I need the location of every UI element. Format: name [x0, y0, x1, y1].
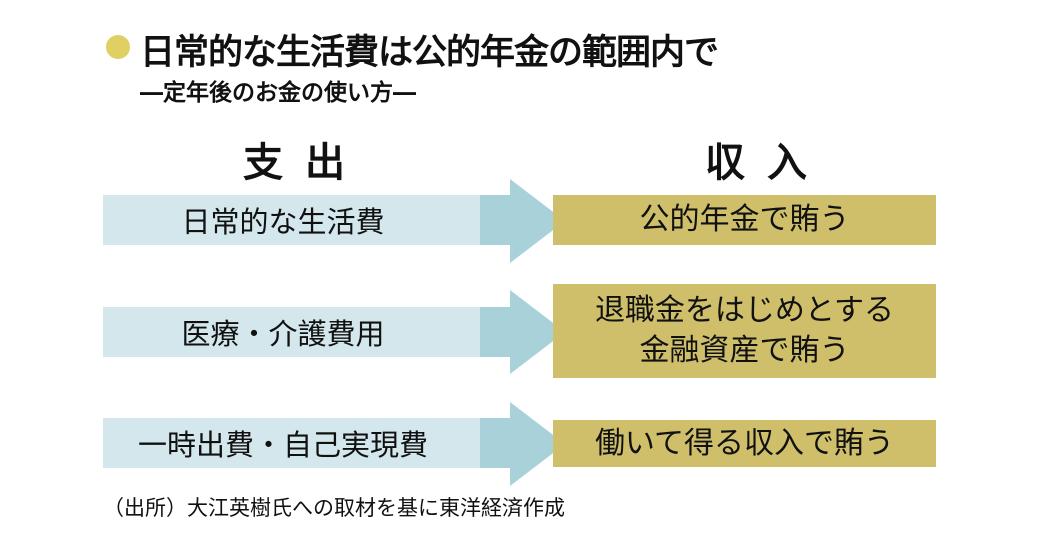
income-box: 働いて得る収入で賄う [553, 420, 936, 467]
arrow-right-icon [480, 179, 565, 263]
expense-box: 日常的な生活費 [103, 195, 483, 245]
expense-box: 一時出費・自己実現費 [103, 418, 483, 468]
expense-header: 支出 [243, 140, 367, 186]
income-box: 退職金をはじめとする金融資産で賄う [553, 284, 936, 378]
income-text: 公的年金で賄う [639, 202, 850, 237]
arrow-right-icon [480, 290, 565, 374]
arrow-right-icon [480, 402, 565, 486]
income-text: 働いて得る収入で賄う [594, 425, 895, 461]
income-text: 金融資産で賄う [639, 333, 850, 368]
income-header: 収入 [705, 140, 829, 186]
income-text: 退職金をはじめとする [594, 293, 895, 328]
title: 日常的な生活費は公的年金の範囲内で [140, 33, 719, 73]
bullet-icon [106, 35, 130, 59]
income-box: 公的年金で賄う [553, 195, 936, 245]
expense-box: 医療・介護費用 [103, 307, 483, 357]
subtitle: ―定年後のお金の使い方― [140, 80, 416, 106]
source-note: （出所）大江英樹氏への取材を基に東洋経済作成 [103, 496, 565, 520]
